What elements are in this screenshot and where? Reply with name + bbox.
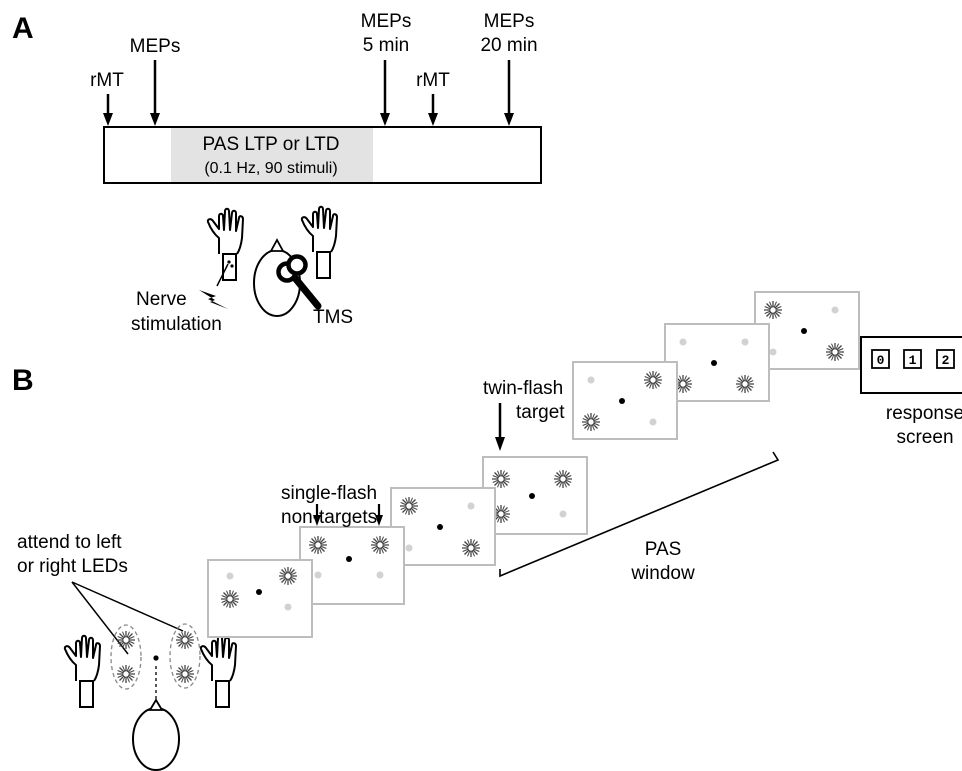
event-meps-5min: MEPs 5 min: [361, 11, 412, 126]
event-rmt-2: rMT: [416, 70, 450, 126]
response-option-0: 0: [872, 350, 889, 368]
svg-text:0: 0: [877, 353, 885, 368]
left-lower-led-icon: [117, 665, 135, 683]
response-option-1: 1: [904, 350, 921, 368]
pas-block-params: (0.1 Hz, 90 stimuli): [204, 160, 337, 177]
panel-a: A PAS LTP or LTD (0.1 Hz, 90 stimuli) rM…: [12, 11, 541, 335]
attend-pointer-right: [72, 582, 183, 631]
event-meps-5min-label-2: 5 min: [363, 35, 409, 56]
panel-a-letter: A: [12, 12, 34, 45]
stimulus-frame-6: [573, 362, 677, 439]
arrow-head: [380, 113, 390, 126]
lightning-bolt-icon: [199, 290, 228, 309]
panel-b: B attend to left or right LEDs: [12, 292, 962, 770]
fixation-point: [153, 655, 158, 660]
event-meps-5min-label-1: MEPs: [361, 11, 412, 32]
stimulus-frame-5-twin-target: [483, 457, 587, 534]
attend-label-1: attend to left: [17, 532, 122, 553]
event-rmt-1: rMT: [90, 70, 124, 126]
nerve-label-1: Nerve: [136, 289, 187, 310]
pas-window-label-1: PAS: [645, 539, 682, 560]
twin-flash-label-2: target: [516, 402, 565, 423]
arrow-head: [428, 113, 438, 126]
participant-left-hand-icon: [65, 636, 100, 707]
event-meps-20min-label-2: 20 min: [480, 35, 537, 56]
event-rmt-1-label: rMT: [90, 70, 124, 91]
arrow-head: [150, 113, 160, 126]
response-screen-label-2: screen: [896, 427, 953, 448]
arrow-head: [504, 113, 514, 126]
stimulus-frame-7: [665, 324, 769, 401]
twin-flash-label-1: twin-flash: [483, 378, 563, 399]
event-meps-baseline: MEPs: [130, 36, 181, 126]
panel-b-letter: B: [12, 364, 34, 397]
response-screen-label-1: response: [886, 403, 962, 424]
arrow-head: [103, 113, 113, 126]
response-screen: 0 1 2: [861, 337, 962, 393]
participant-head-icon: [133, 700, 179, 770]
attend-label-2: or right LEDs: [17, 556, 128, 577]
participant-right-hand-icon: [201, 636, 236, 707]
stimulus-frame-2: [208, 560, 312, 637]
svg-text:2: 2: [942, 353, 950, 368]
event-rmt-2-label: rMT: [416, 70, 450, 91]
response-option-2: 2: [937, 350, 954, 368]
pas-window-label-2: window: [630, 563, 695, 584]
stimulus-frame-4: [391, 488, 495, 565]
nerve-label-2: stimulation: [131, 314, 222, 335]
single-flash-label-2: non-targets: [281, 507, 377, 528]
event-meps-20min: MEPs 20 min: [480, 11, 537, 126]
right-lower-led-icon: [176, 665, 194, 683]
pas-block-title: PAS LTP or LTD: [203, 134, 340, 155]
twin-flash-arrow: [495, 403, 505, 451]
event-meps-20min-label-1: MEPs: [484, 11, 535, 32]
tms-label: TMS: [313, 307, 353, 328]
single-flash-label-1: single-flash: [281, 483, 377, 504]
event-meps-baseline-label: MEPs: [130, 36, 181, 57]
stimulus-frame-3: [300, 527, 404, 604]
stimulus-frame-8: [755, 292, 859, 369]
svg-text:1: 1: [909, 353, 917, 368]
right-upper-led-icon: [176, 631, 194, 649]
left-upper-led-icon: [117, 631, 135, 649]
